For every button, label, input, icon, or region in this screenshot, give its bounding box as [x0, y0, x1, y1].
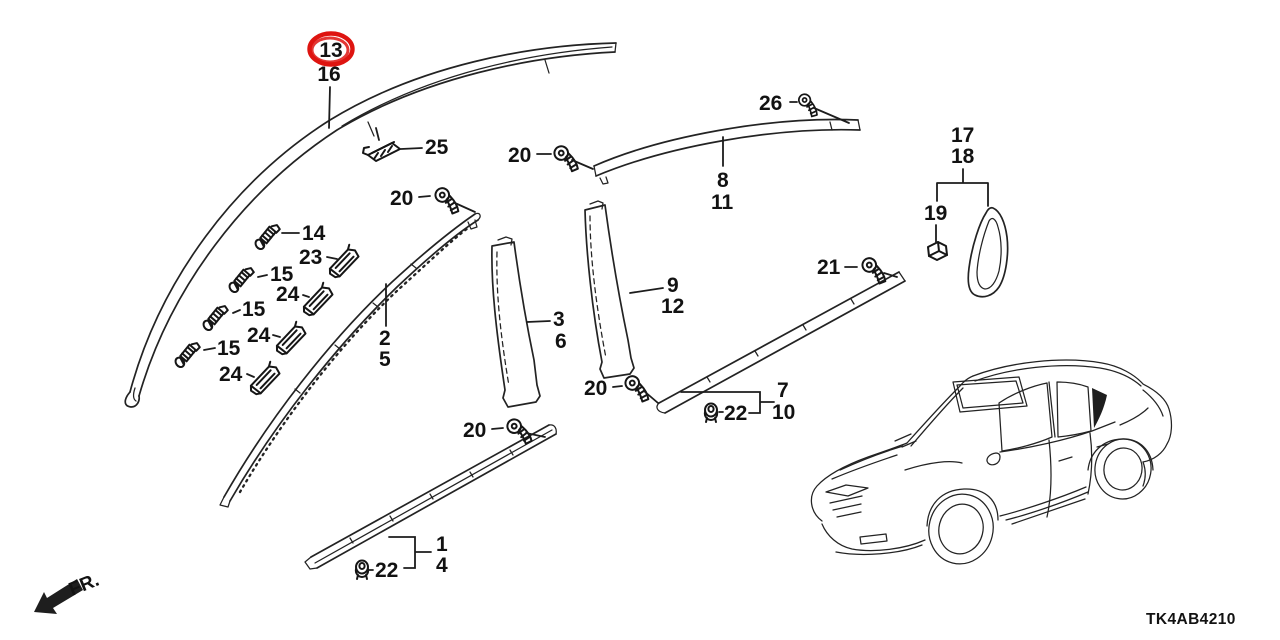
spring-clip-icon	[224, 264, 259, 295]
callout-16: 16	[317, 63, 340, 86]
callout-26: 26	[759, 92, 782, 115]
front-belt-molding-art	[304, 424, 557, 570]
callout-8: 8	[717, 169, 729, 192]
spring-clip-icon	[250, 221, 285, 252]
callout-21: 21	[817, 256, 841, 279]
roof-rail-molding-art	[593, 118, 861, 185]
callout-3: 3	[553, 308, 565, 331]
front-sash-garnish-art	[491, 236, 541, 408]
screw-icon	[793, 91, 825, 120]
callout-10: 10	[772, 401, 795, 424]
rear-belt-molding-art	[656, 271, 906, 414]
callout-19: 19	[924, 202, 947, 225]
car-illustration	[810, 359, 1173, 565]
callout-25: 25	[425, 136, 449, 159]
callout-24: 24	[247, 324, 271, 347]
leader-lines	[203, 86, 989, 571]
diagram-code: TK4AB4210	[1146, 611, 1236, 628]
callout-23: 23	[299, 246, 322, 269]
screw-icon	[856, 254, 893, 287]
callout-15: 15	[270, 263, 294, 286]
callout-11: 11	[711, 191, 734, 214]
fr-direction-arrow: FR.	[34, 570, 102, 614]
callout-20: 20	[463, 419, 486, 442]
callouts: 13 16 25 20 8 11 26 17 18 19 21 14 23 15…	[217, 39, 975, 582]
callout-18: 18	[951, 145, 975, 168]
callout-4: 4	[436, 554, 448, 577]
screw-icon	[429, 184, 466, 217]
callout-14: 14	[302, 222, 326, 245]
screw-icon	[549, 142, 585, 175]
callout-15: 15	[217, 337, 241, 360]
callout-15: 15	[242, 298, 266, 321]
retainer-clip-icon	[243, 360, 284, 399]
quarter-garnish-art	[967, 206, 1009, 298]
bracket-25-icon	[362, 127, 401, 162]
retainer-clip-icon	[322, 243, 363, 282]
fr-arrow-shape	[34, 579, 83, 614]
pillar-clip-icons	[170, 221, 363, 399]
highlight-circle	[307, 31, 355, 67]
windshield-side-molding-art	[124, 42, 617, 408]
spring-clip-icon	[170, 339, 205, 370]
callout-1: 1	[436, 533, 448, 556]
spring-clip-icon	[198, 302, 233, 333]
callout-9: 9	[667, 274, 679, 297]
callout-20: 20	[508, 144, 531, 167]
grommet-clip-icon	[354, 559, 370, 580]
callout-13: 13	[319, 39, 342, 62]
callout-7: 7	[777, 379, 789, 402]
rear-sash-garnish-art	[584, 200, 635, 379]
clip-19-icon	[927, 241, 948, 261]
front-pillar-molding-art	[219, 212, 481, 508]
callout-24: 24	[276, 283, 300, 306]
callout-17: 17	[951, 124, 974, 147]
callout-12: 12	[661, 295, 684, 318]
callout-20: 20	[390, 187, 413, 210]
grommet-clip-icon	[703, 402, 719, 423]
callout-6: 6	[555, 330, 567, 353]
fr-label: FR.	[66, 570, 102, 601]
callout-24: 24	[219, 363, 243, 386]
callout-22: 22	[375, 559, 398, 582]
callout-2: 2	[379, 327, 391, 350]
screw-icon	[619, 372, 656, 405]
callout-5: 5	[379, 348, 391, 371]
retainer-clip-icon	[296, 281, 337, 320]
retainer-clip-icon	[269, 320, 310, 359]
callout-22: 22	[724, 402, 747, 425]
callout-20: 20	[584, 377, 607, 400]
